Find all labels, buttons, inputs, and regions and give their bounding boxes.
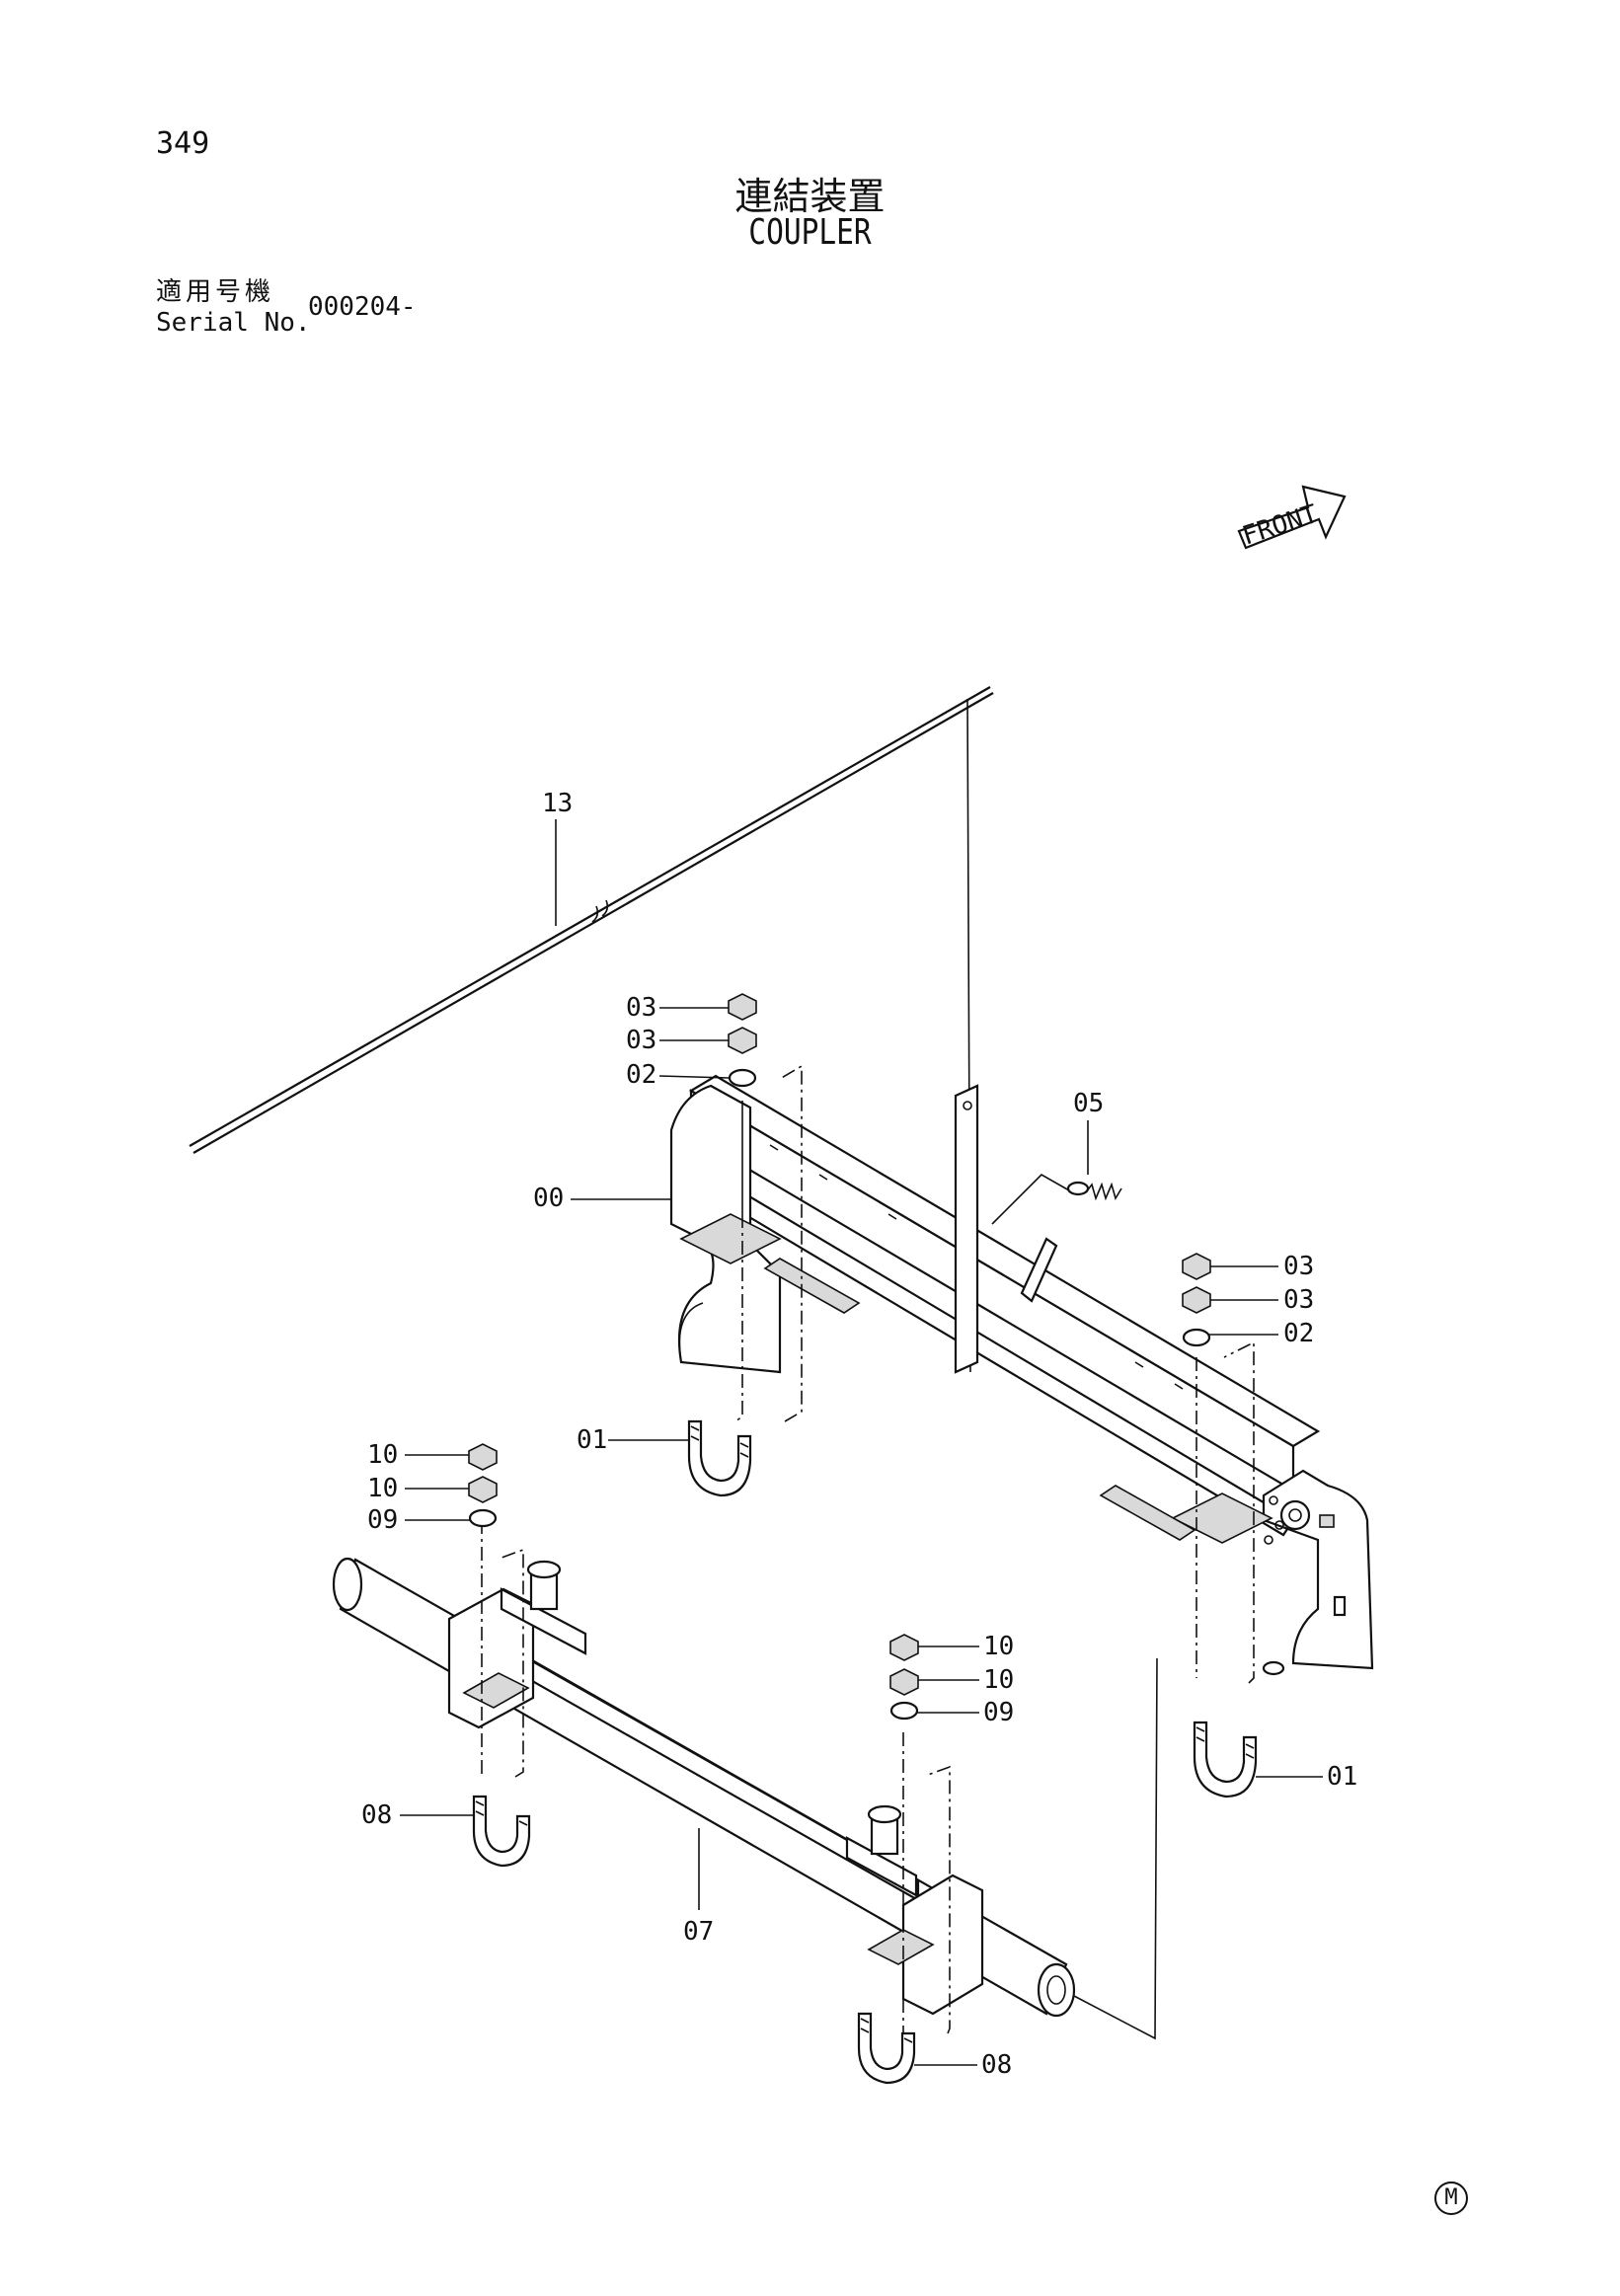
serial-label-japanese: 適用号機 — [156, 277, 275, 307]
callout-10: 10 — [367, 1440, 398, 1470]
serial-label-english: Serial No. — [156, 308, 311, 338]
callout-05: 05 — [1073, 1089, 1104, 1118]
lower-axle-part — [332, 1520, 1158, 2040]
title-english: COUPLER — [748, 212, 872, 253]
nut-washer-parts-upper — [728, 993, 1211, 1347]
callout-01: 01 — [577, 1425, 607, 1455]
callout-03: 03 — [1283, 1285, 1314, 1315]
callout-02: 02 — [626, 1060, 656, 1090]
u-bolt-part — [687, 1419, 1258, 1799]
callout-00: 00 — [533, 1184, 564, 1213]
corner-mark: M — [1434, 2181, 1468, 2215]
callout-10: 10 — [367, 1474, 398, 1503]
serial-number-value: 000204- — [308, 292, 417, 322]
callout-03: 03 — [626, 1026, 656, 1055]
callout-13: 13 — [542, 789, 573, 818]
callout-01: 01 — [1327, 1762, 1357, 1792]
callout-03: 03 — [626, 993, 656, 1023]
callout-08: 08 — [361, 1800, 392, 1830]
callout-08: 08 — [981, 2050, 1012, 2080]
page-number: 349 — [156, 126, 210, 161]
callout-labels: 13 03 03 02 05 00 03 03 02 01 10 10 09 1… — [361, 789, 1357, 2080]
callout-02: 02 — [1283, 1319, 1314, 1348]
title-japanese: 連結装置 — [734, 175, 886, 218]
callout-03: 03 — [1283, 1252, 1314, 1281]
callout-07: 07 — [683, 1917, 714, 1947]
u-bolt-lower-part — [472, 1795, 916, 2085]
callout-10: 10 — [983, 1665, 1014, 1695]
front-label: FRONT — [1239, 499, 1322, 552]
leader-lines — [400, 819, 1323, 2066]
front-arrow-icon: FRONT — [1237, 485, 1347, 552]
nut-washer-parts-lower — [468, 1443, 919, 1721]
callout-10: 10 — [983, 1632, 1014, 1661]
upper-frame-part — [669, 1064, 1374, 1684]
callout-09: 09 — [367, 1505, 398, 1535]
callout-09: 09 — [983, 1698, 1014, 1727]
